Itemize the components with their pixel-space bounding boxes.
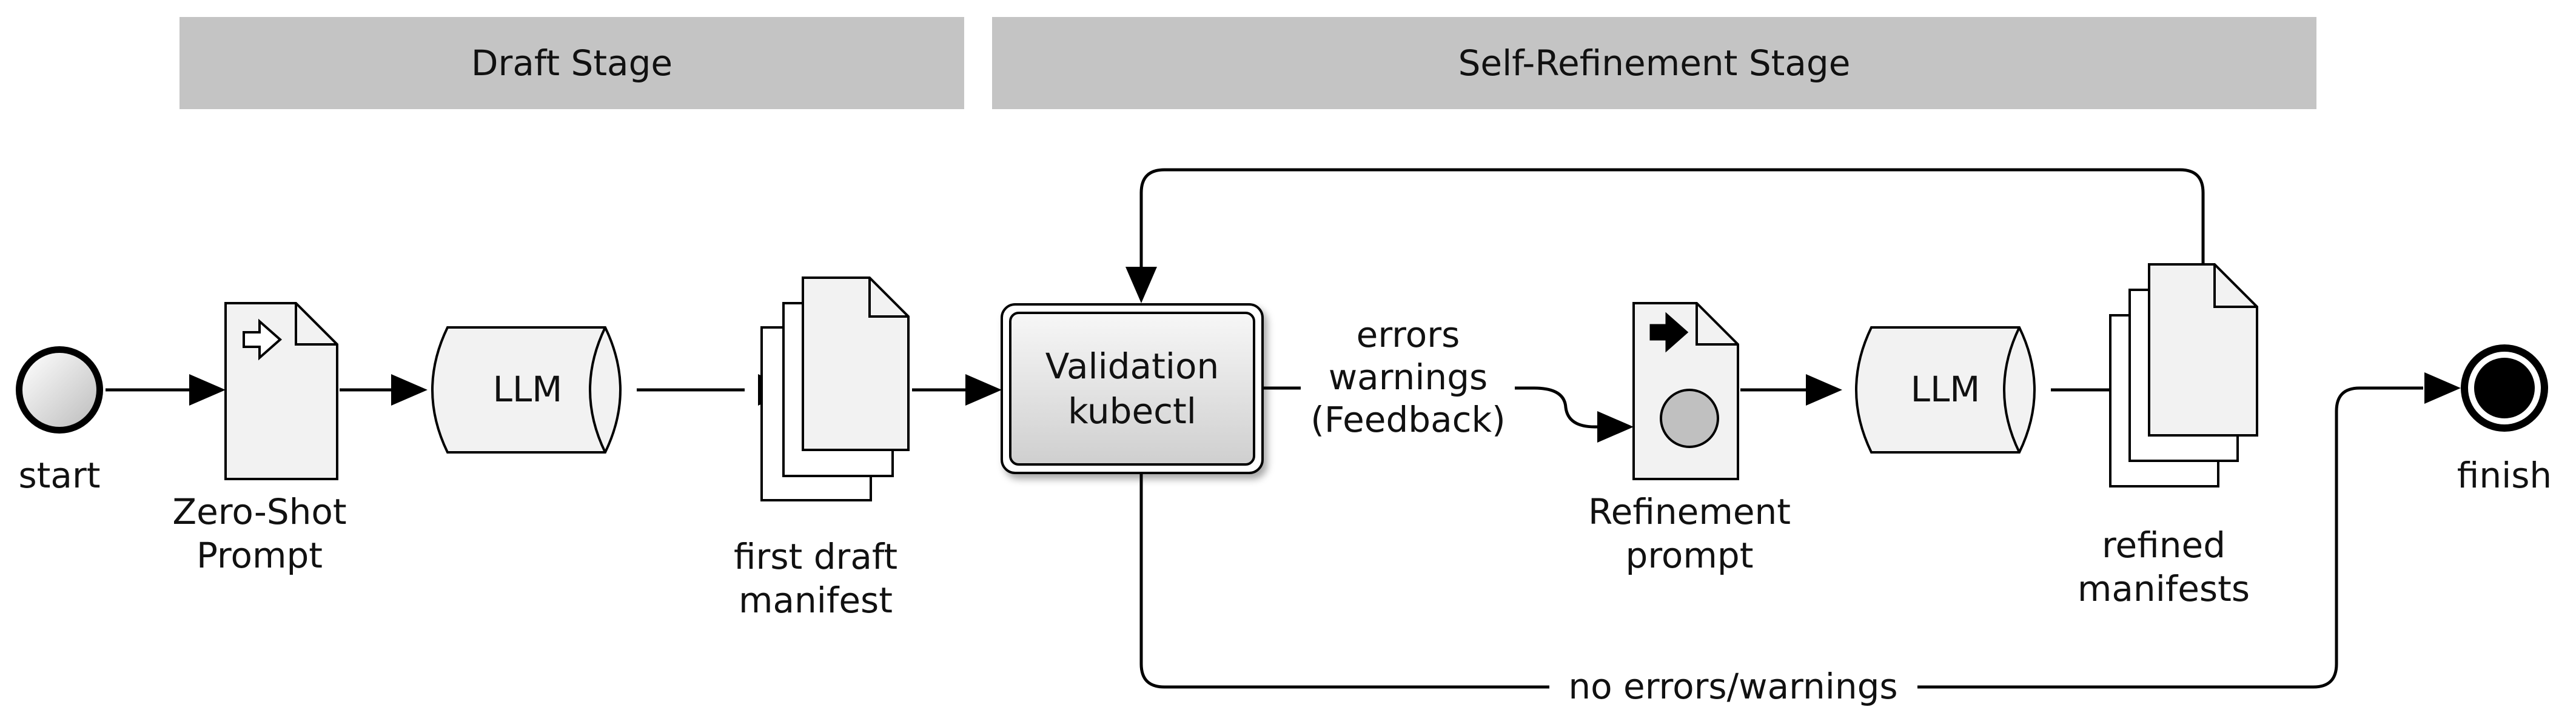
- send-arrow-outline-icon: [243, 318, 283, 361]
- llm-refine-node: LLM: [1855, 326, 2036, 454]
- refinement-stage-title: Self-Refinement Stage: [1458, 42, 1851, 84]
- start-event: start: [16, 346, 103, 496]
- first-draft-label-2: manifest: [739, 580, 893, 621]
- draft-stage-band: Draft Stage: [179, 17, 964, 109]
- refined-manifests-label-2: manifests: [2078, 568, 2250, 609]
- validation-label-1: Validation: [1045, 346, 1219, 387]
- finish-event: finish: [2457, 344, 2552, 496]
- refinement-prompt-node: Refinement prompt: [1588, 302, 1791, 576]
- arrowhead: [965, 374, 1002, 406]
- refinement-prompt-label-1: Refinement: [1588, 491, 1791, 532]
- validation-label-2: kubectl: [1068, 390, 1196, 432]
- first-draft-label-1: first draft: [734, 536, 897, 577]
- arrowhead: [1806, 374, 1842, 406]
- feedback-label-line-1: errors: [1357, 314, 1460, 355]
- refinement-stage-band: Self-Refinement Stage: [992, 17, 2316, 109]
- arrowhead: [1597, 411, 1634, 443]
- success-label: no errors/warnings: [1568, 666, 1897, 707]
- zero-shot-prompt-node: Zero-Shot Prompt: [172, 302, 347, 576]
- message-circle-icon: [1660, 389, 1719, 448]
- validation-task-node: Validation kubectl: [1001, 303, 1264, 474]
- arrowhead: [391, 374, 428, 406]
- connectors: [106, 168, 2423, 689]
- first-draft-manifest-node: first draft manifest: [734, 276, 910, 621]
- llm-refine-label: LLM: [1911, 369, 1981, 410]
- zero-shot-prompt-label-1: Zero-Shot: [172, 491, 346, 532]
- feedback-label-line-3: (Feedback): [1310, 399, 1505, 440]
- zero-shot-prompt-label-2: Prompt: [196, 535, 323, 576]
- arrowhead: [189, 374, 226, 406]
- arrowhead: [2424, 372, 2461, 404]
- arrowhead: [1125, 267, 1157, 303]
- edge-validation-to-finish: [1139, 386, 2423, 689]
- feedback-label-line-2: warnings: [1329, 357, 1488, 398]
- feedback-label: errors warnings (Feedback): [1310, 314, 1505, 440]
- refined-manifests-node: refined manifests: [2078, 263, 2258, 609]
- refinement-prompt-label-2: prompt: [1626, 535, 1754, 576]
- finish-label: finish: [2457, 455, 2552, 496]
- start-label: start: [18, 455, 100, 496]
- llm-draft-node: LLM: [431, 326, 622, 454]
- send-arrow-filled-icon: [1649, 312, 1689, 353]
- llm-draft-label: LLM: [493, 369, 563, 410]
- edge-refined-loop-to-validation: [1139, 168, 2205, 268]
- draft-stage-title: Draft Stage: [471, 42, 673, 84]
- edge-validation-to-refinement: [1264, 386, 1603, 429]
- refined-manifests-label-1: refined: [2102, 524, 2225, 566]
